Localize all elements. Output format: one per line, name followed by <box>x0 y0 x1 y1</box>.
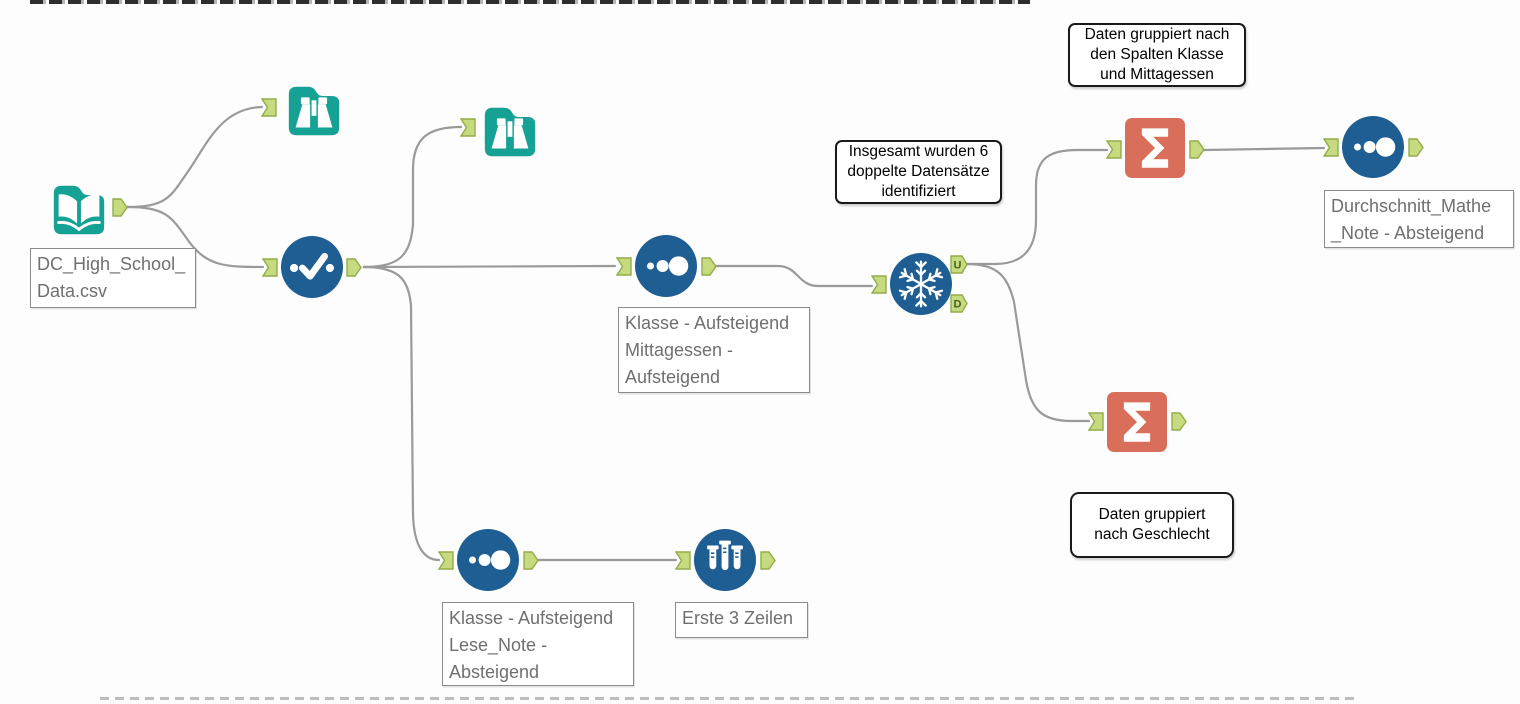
wire-input-to-browse-top[interactable] <box>125 105 264 209</box>
input-data-tool[interactable] <box>48 178 110 240</box>
select-output-anchor[interactable] <box>346 258 362 277</box>
sample-input-anchor[interactable] <box>675 551 691 570</box>
summarize-top-output-anchor[interactable] <box>1189 140 1205 159</box>
sample-output-anchor[interactable] <box>760 551 776 570</box>
sort-dots-icon <box>635 235 697 297</box>
sort-right-label[interactable]: Durchschnitt_Mathe _Note - Absteigend <box>1324 190 1514 248</box>
wire-select-to-sort-middle[interactable] <box>362 264 617 269</box>
sort-bottom-output-anchor[interactable] <box>523 551 539 570</box>
unique-anchor-u-letter: U <box>954 260 962 272</box>
browse-mid-tool[interactable] <box>479 100 541 162</box>
browse-top-tool[interactable] <box>283 79 345 141</box>
annotation-grouped-columns[interactable]: Daten gruppiert nach den Spalten Klasse … <box>1068 23 1246 87</box>
wire-sort-middle-to-unique[interactable] <box>714 264 874 288</box>
sort-bottom-input-anchor[interactable] <box>438 551 454 570</box>
summarize-top-tool[interactable] <box>1125 118 1185 178</box>
summarize-bottom-output-anchor[interactable] <box>1171 412 1187 431</box>
sample-testtubes-icon <box>694 529 756 591</box>
input-data-label[interactable]: DC_High_School_ Data.csv <box>30 248 196 308</box>
annotation-grouped-gender[interactable]: Daten gruppiert nach Geschlecht <box>1070 492 1234 558</box>
sort-right-input-anchor[interactable] <box>1323 138 1339 157</box>
summarize-bottom-tool[interactable] <box>1107 392 1167 452</box>
wire-summarize-top-to-sort-right[interactable] <box>1202 146 1326 152</box>
sort-middle-output-anchor[interactable] <box>701 257 717 276</box>
summarize-bottom-input-anchor[interactable] <box>1088 412 1104 431</box>
top-edge-artifact <box>30 0 1030 4</box>
sort-middle-label[interactable]: Klasse - Aufsteigend Mittagessen - Aufst… <box>618 307 810 393</box>
summarize-sigma-icon <box>1107 392 1167 452</box>
unique-snowflake-icon <box>890 253 952 315</box>
sample-label[interactable]: Erste 3 Zeilen <box>675 602 808 638</box>
sort-dots-icon <box>457 529 519 591</box>
wire-unique-to-summarize-bottom[interactable] <box>965 262 1091 423</box>
sort-middle-input-anchor[interactable] <box>616 257 632 276</box>
browse-binoculars-icon <box>283 79 345 141</box>
sort-right-tool[interactable] <box>1342 116 1404 178</box>
wire-select-to-browse-mid[interactable] <box>362 125 463 269</box>
bottom-edge-artifact <box>100 697 1355 700</box>
unique-output-anchor-d[interactable]: D <box>950 294 968 313</box>
unique-tool[interactable] <box>890 253 952 315</box>
sort-bottom-tool[interactable] <box>457 529 519 591</box>
browse-top-input-anchor[interactable] <box>261 98 277 117</box>
browse-mid-input-anchor[interactable] <box>460 118 476 137</box>
browse-binoculars-icon <box>479 100 541 162</box>
sort-middle-tool[interactable] <box>635 235 697 297</box>
summarize-sigma-icon <box>1125 118 1185 178</box>
sample-tool[interactable] <box>694 529 756 591</box>
unique-output-anchor-u[interactable]: U <box>950 255 968 274</box>
select-tool[interactable] <box>281 236 343 298</box>
input-data-output-anchor[interactable] <box>112 198 128 217</box>
sort-right-output-anchor[interactable] <box>1408 138 1424 157</box>
input-data-book-icon <box>48 178 110 240</box>
unique-anchor-d-letter: D <box>954 299 962 311</box>
annotation-duplicates[interactable]: Insgesamt wurden 6 doppelte Datensätze i… <box>835 140 1002 204</box>
select-checkmark-icon <box>281 236 343 298</box>
unique-input-anchor[interactable] <box>871 275 887 294</box>
summarize-top-input-anchor[interactable] <box>1106 140 1122 159</box>
sort-bottom-label[interactable]: Klasse - Aufsteigend Lese_Note - Absteig… <box>442 602 634 686</box>
select-input-anchor[interactable] <box>262 258 278 277</box>
sort-dots-icon <box>1342 116 1404 178</box>
wire-select-to-sort-bottom[interactable] <box>362 265 441 562</box>
